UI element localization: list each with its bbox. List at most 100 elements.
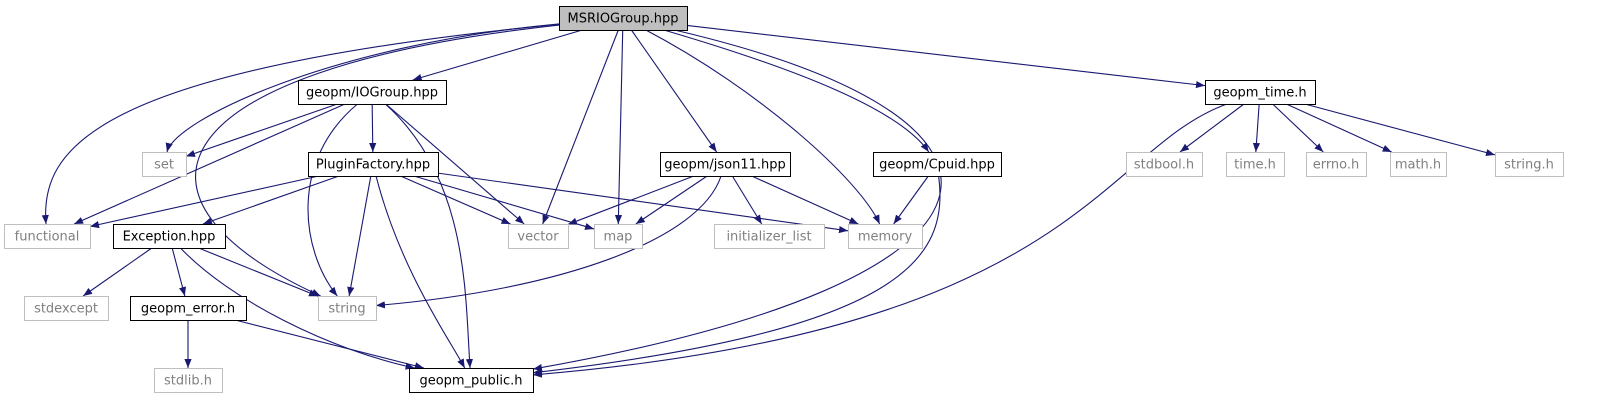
edge-root-to-iogroup	[412, 29, 583, 81]
node-label: geopm_error.h	[141, 302, 235, 317]
edge-exception-to-string	[198, 247, 319, 297]
edge-root-to-geopm_public	[532, 29, 942, 372]
node-geopm-time[interactable]: geopm_time.h	[1205, 80, 1316, 105]
node-label: geopm/Cpuid.hpp	[879, 158, 995, 173]
node-memory: memory	[848, 224, 923, 249]
edge-json11-to-vector	[567, 175, 695, 225]
node-box	[113, 224, 226, 249]
node-label: geopm/IOGroup.hpp	[306, 86, 438, 101]
node-time: time.h	[1226, 152, 1285, 177]
node-label: memory	[858, 230, 913, 245]
edge-pluginfactory-to-vector	[400, 175, 511, 225]
edge-geopm_time-to-errno	[1272, 103, 1324, 153]
node-label: stdbool.h	[1134, 158, 1194, 173]
edge-root-to-cpuid	[663, 29, 930, 153]
node-label: geopm_time.h	[1213, 86, 1306, 101]
node-label: string.h	[1504, 158, 1554, 173]
node-box	[318, 296, 377, 321]
edge-cpuid-to-memory	[893, 175, 929, 225]
node-json11[interactable]: geopm/json11.hpp	[660, 152, 791, 177]
edge-json11-to-map	[635, 175, 708, 225]
edge-pluginfactory-to-exception	[202, 175, 340, 225]
node-initializer-list: initializer_list	[714, 224, 825, 249]
edge-root-to-set	[165, 23, 560, 153]
node-box	[308, 152, 439, 177]
edge-iogroup-to-functional	[73, 103, 346, 225]
node-label: geopm/json11.hpp	[664, 158, 786, 173]
edge-json11-to-initializer_list	[731, 175, 763, 225]
node-set: set	[142, 152, 187, 177]
node-geopm-public[interactable]: geopm_public.h	[409, 368, 534, 393]
edge-geopm_time-to-time	[1252, 103, 1261, 153]
edge-root-to-string	[195, 24, 560, 297]
node-geopm-error[interactable]: geopm_error.h	[130, 296, 247, 321]
edge-exception-to-stdexcept	[82, 247, 153, 297]
node-box	[508, 224, 569, 249]
dependency-edges	[41, 23, 1496, 378]
node-box	[1390, 152, 1447, 177]
edge-cpuid-to-geopm_public	[532, 175, 941, 376]
node-string: string	[318, 296, 377, 321]
edge-geopm_time-to-stdbool	[1179, 103, 1245, 153]
dependency-nodes: MSRIOGroup.hpp geopm/IOGroup.hppPluginFac…	[4, 6, 1564, 393]
node-label: errno.h	[1313, 158, 1360, 173]
edge-iogroup-to-string	[307, 103, 358, 297]
node-box	[142, 152, 187, 177]
edge-pluginfactory-to-memory	[437, 172, 849, 234]
node-stdexcept: stdexcept	[24, 296, 109, 321]
edge-root-to-vector	[542, 29, 619, 225]
node-box	[130, 296, 247, 321]
node-label: math.h	[1395, 158, 1441, 173]
edge-root-to-functional	[41, 23, 560, 225]
node-label: time.h	[1234, 158, 1276, 173]
edge-pluginfactory-to-geopm_public	[375, 175, 466, 369]
node-stringh: string.h	[1495, 152, 1564, 177]
node-label: vector	[517, 230, 559, 245]
node-box	[559, 6, 688, 31]
node-box	[1495, 152, 1564, 177]
node-box	[154, 368, 223, 393]
edge-json11-to-memory	[751, 175, 859, 225]
node-label: functional	[15, 230, 80, 245]
node-box	[660, 152, 791, 177]
node-label: MSRIOGroup.hpp	[567, 12, 678, 27]
edge-root-to-memory	[645, 29, 881, 225]
node-stdlib: stdlib.h	[154, 368, 223, 393]
node-box	[594, 224, 643, 249]
edge-pluginfactory-to-map	[413, 175, 595, 230]
node-iogroup[interactable]: geopm/IOGroup.hpp	[298, 80, 447, 105]
edge-iogroup-to-set	[185, 103, 338, 157]
node-label: string	[328, 302, 365, 317]
node-label: stdlib.h	[164, 374, 212, 389]
node-box	[24, 296, 109, 321]
node-box	[4, 224, 91, 249]
node-cpuid[interactable]: geopm/Cpuid.hpp	[873, 152, 1002, 177]
node-label: geopm_public.h	[419, 374, 522, 389]
edge-pluginfactory-to-functional	[89, 175, 319, 229]
node-root[interactable]: MSRIOGroup.hpp	[559, 6, 688, 31]
node-functional: functional	[4, 224, 91, 249]
node-math: math.h	[1390, 152, 1447, 177]
node-box	[1126, 152, 1203, 177]
node-label: initializer_list	[726, 230, 811, 245]
edge-iogroup-to-pluginfactory	[369, 103, 377, 153]
node-box	[848, 224, 923, 249]
node-box	[409, 368, 534, 393]
node-pluginfactory[interactable]: PluginFactory.hpp	[308, 152, 439, 177]
edge-pluginfactory-to-string	[347, 175, 372, 297]
edge-root-to-map	[614, 29, 624, 225]
edge-geopm_time-to-geopm_public	[532, 103, 1228, 378]
node-vector: vector	[508, 224, 569, 249]
node-box	[714, 224, 825, 249]
edge-json11-to-string	[375, 175, 722, 309]
edge-geopm_error-to-geopm_public	[235, 319, 424, 370]
edge-geopm_time-to-stringh	[1304, 103, 1496, 157]
node-label: PluginFactory.hpp	[316, 158, 430, 173]
edge-geopm_time-to-math	[1286, 103, 1392, 153]
edge-exception-to-geopm_public	[180, 247, 415, 370]
node-box	[1226, 152, 1285, 177]
node-exception[interactable]: Exception.hpp	[113, 224, 226, 249]
node-box	[1205, 80, 1316, 105]
edge-iogroup-to-vector	[385, 103, 525, 225]
